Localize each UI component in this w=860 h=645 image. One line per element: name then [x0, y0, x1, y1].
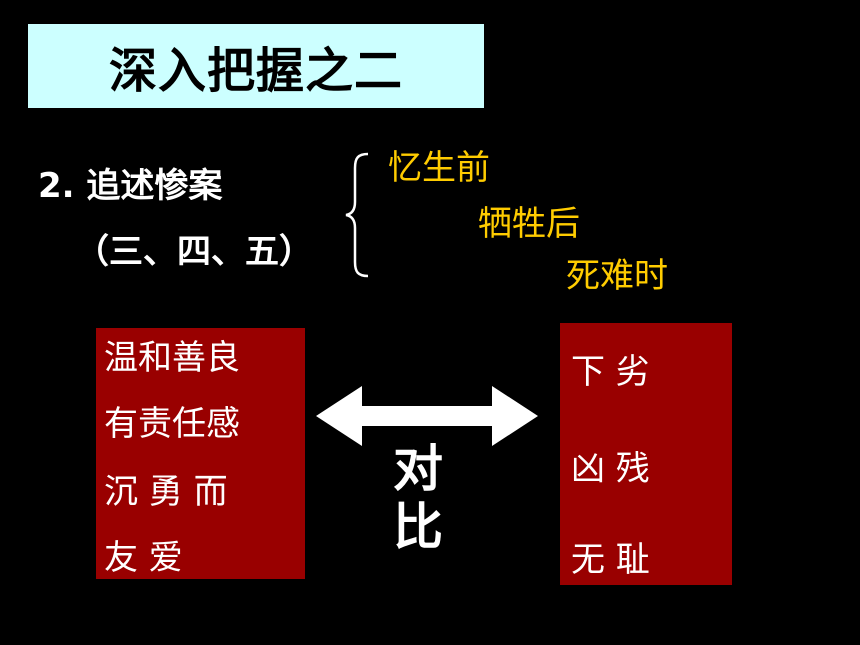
- section-subheading: （三、四、五）: [75, 232, 313, 272]
- title-banner: 深入把握之二: [28, 24, 484, 108]
- stage-at-death: 死难时: [566, 256, 668, 296]
- victim-trait-3: 沉 勇 而: [104, 472, 228, 512]
- perpetrator-trait-3: 无 耻: [571, 540, 650, 580]
- stage-after-sacrifice: 牺牲后: [478, 204, 580, 244]
- curly-brace-icon: [345, 152, 369, 278]
- double-headed-arrow-icon: [316, 386, 538, 446]
- victim-trait-1: 温和善良: [104, 338, 240, 378]
- contrast-label: 对比: [393, 440, 443, 556]
- perpetrator-trait-1: 下 劣: [571, 352, 650, 392]
- victim-traits-box: [96, 328, 305, 579]
- perpetrator-trait-2: 凶 残: [571, 449, 650, 489]
- victim-trait-2: 有责任感: [104, 404, 240, 444]
- victim-trait-4: 友 爱: [104, 538, 183, 578]
- stage-before-life: 忆生前: [388, 148, 490, 188]
- section-heading: 2. 追述惨案: [38, 166, 223, 206]
- slide-title: 深入把握之二: [108, 43, 403, 99]
- perpetrator-traits-box: [560, 323, 732, 585]
